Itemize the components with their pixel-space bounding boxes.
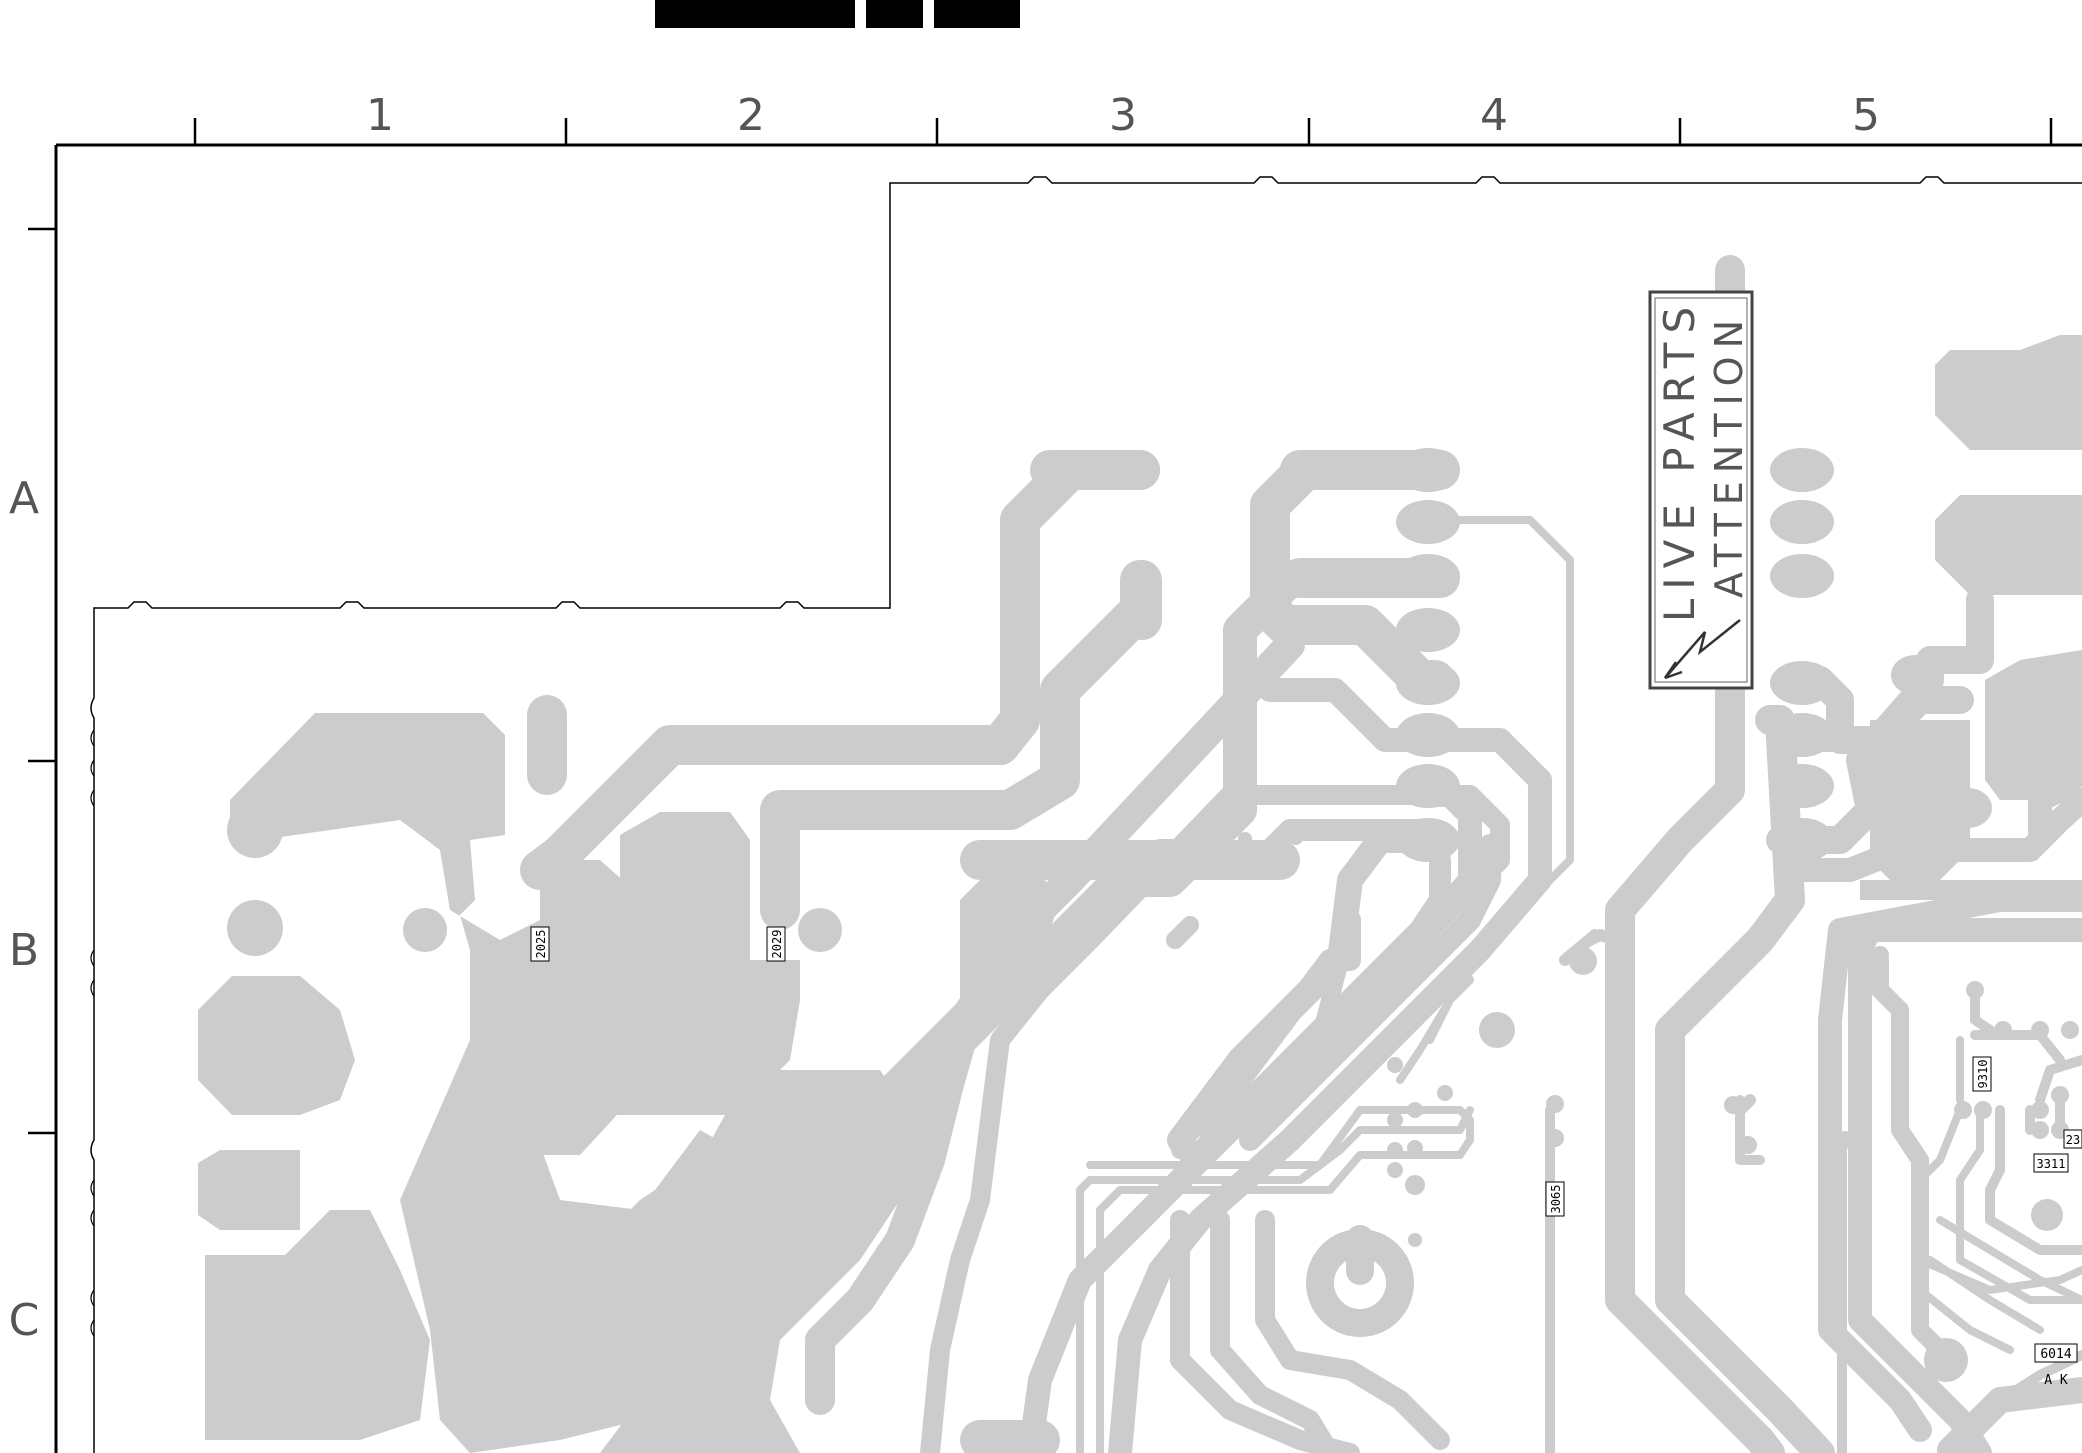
pad bbox=[798, 908, 842, 952]
copper-trace bbox=[1086, 1106, 1474, 1453]
redaction-block bbox=[934, 0, 1020, 28]
copper-trace bbox=[1848, 918, 2082, 1453]
row-label: A bbox=[9, 473, 39, 524]
pad bbox=[1770, 554, 1834, 598]
copper-trace bbox=[1545, 1095, 1847, 1453]
pad bbox=[527, 695, 567, 795]
row-label: C bbox=[9, 1295, 40, 1346]
copper-trace bbox=[1210, 1210, 1340, 1453]
copper-trace bbox=[1985, 1105, 2082, 1255]
copper-pour bbox=[198, 976, 355, 1115]
column-label: 4 bbox=[1480, 90, 1508, 141]
pad bbox=[1396, 818, 1460, 862]
pad bbox=[960, 1420, 1060, 1453]
lightning-bolt-icon bbox=[1663, 619, 1741, 680]
pad bbox=[1944, 788, 1992, 828]
copper-pour bbox=[1935, 495, 2082, 595]
copper-trace bbox=[1396, 956, 1474, 1084]
component-label-6014-pins: A K bbox=[2044, 1373, 2068, 1388]
drawing-frame: 1 2 3 4 5 A B C bbox=[9, 90, 2082, 1453]
pads bbox=[227, 448, 2079, 1453]
pad bbox=[718, 1076, 742, 1100]
board-outline-edge-bumps bbox=[90, 729, 95, 1337]
copper-pour bbox=[1935, 335, 2082, 450]
component-label-2025: 2025 bbox=[534, 930, 548, 959]
copper-pour bbox=[600, 860, 1060, 1453]
component-labels: 2025 2029 3065 9310 3311 23 6014 A K bbox=[530, 926, 2082, 1388]
column-label: 5 bbox=[1852, 90, 1880, 141]
pad bbox=[403, 908, 447, 952]
live-parts-warning: LIVE PARTS ATTENTION bbox=[1648, 290, 1754, 690]
copper-trace bbox=[1916, 1036, 2082, 1304]
row-label: B bbox=[9, 925, 39, 976]
column-label: 2 bbox=[737, 90, 765, 141]
warning-line-live-parts: LIVE PARTS bbox=[1655, 298, 1704, 622]
board-outline bbox=[90, 176, 2082, 1453]
copper-trace bbox=[805, 630, 1305, 1415]
pad bbox=[960, 840, 1300, 880]
pad bbox=[1122, 560, 1162, 640]
pad bbox=[227, 900, 283, 956]
copper-pour bbox=[205, 1210, 430, 1440]
copper-trace bbox=[1871, 951, 1959, 1369]
copper-trace bbox=[1169, 909, 1361, 1151]
copper-trace bbox=[1255, 1210, 1450, 1450]
copper-pour bbox=[1985, 650, 2082, 800]
copper-trace bbox=[1239, 834, 1501, 1151]
copper-pour bbox=[1870, 720, 1970, 880]
pad bbox=[1396, 608, 1460, 652]
pad bbox=[1479, 1012, 1515, 1048]
pad bbox=[568, 908, 612, 952]
copper-pour bbox=[560, 812, 800, 1115]
redaction-block bbox=[866, 0, 923, 28]
component-label-3065: 3065 bbox=[1549, 1185, 1563, 1214]
pad bbox=[1770, 713, 1834, 757]
redaction-block bbox=[655, 0, 855, 28]
pad bbox=[1569, 947, 1597, 975]
copper-trace bbox=[1937, 1377, 2082, 1453]
row-ticks bbox=[28, 227, 56, 1135]
component-label-3311: 3311 bbox=[2037, 1157, 2066, 1171]
pad bbox=[1396, 661, 1460, 705]
pad bbox=[1891, 655, 1939, 695]
pad bbox=[1396, 713, 1460, 757]
pad bbox=[1924, 1338, 1968, 1382]
pad bbox=[1396, 764, 1460, 808]
pad bbox=[304, 1376, 352, 1424]
pad bbox=[1770, 661, 1834, 705]
warning-line-attention: ATTENTION bbox=[1707, 312, 1751, 598]
pad bbox=[1030, 450, 1160, 490]
copper-pour bbox=[1860, 880, 2082, 900]
pad bbox=[1346, 1225, 1374, 1285]
pad bbox=[2031, 1199, 2063, 1231]
copper-trace bbox=[1199, 849, 1451, 1151]
pad bbox=[227, 802, 283, 858]
pad bbox=[1770, 818, 1834, 862]
pad bbox=[1396, 448, 1460, 492]
pad bbox=[1770, 764, 1834, 808]
copper-trace bbox=[1605, 255, 1785, 1453]
column-label: 3 bbox=[1109, 90, 1137, 141]
column-ticks bbox=[193, 118, 2053, 145]
copper-pour bbox=[198, 1150, 300, 1230]
component-label-2029: 2029 bbox=[770, 930, 784, 959]
pad bbox=[1770, 448, 1834, 492]
component-label-6014: 6014 bbox=[2040, 1347, 2071, 1362]
warning-frame bbox=[1648, 290, 1754, 690]
pad bbox=[1396, 500, 1460, 544]
redacted-header bbox=[655, 0, 1020, 28]
component-label-9310: 9310 bbox=[1976, 1060, 1990, 1089]
pad bbox=[1396, 554, 1460, 598]
vias bbox=[1238, 751, 2079, 1247]
pad bbox=[1770, 500, 1834, 544]
column-label: 1 bbox=[366, 90, 394, 141]
component-label-23: 23 bbox=[2066, 1133, 2080, 1147]
